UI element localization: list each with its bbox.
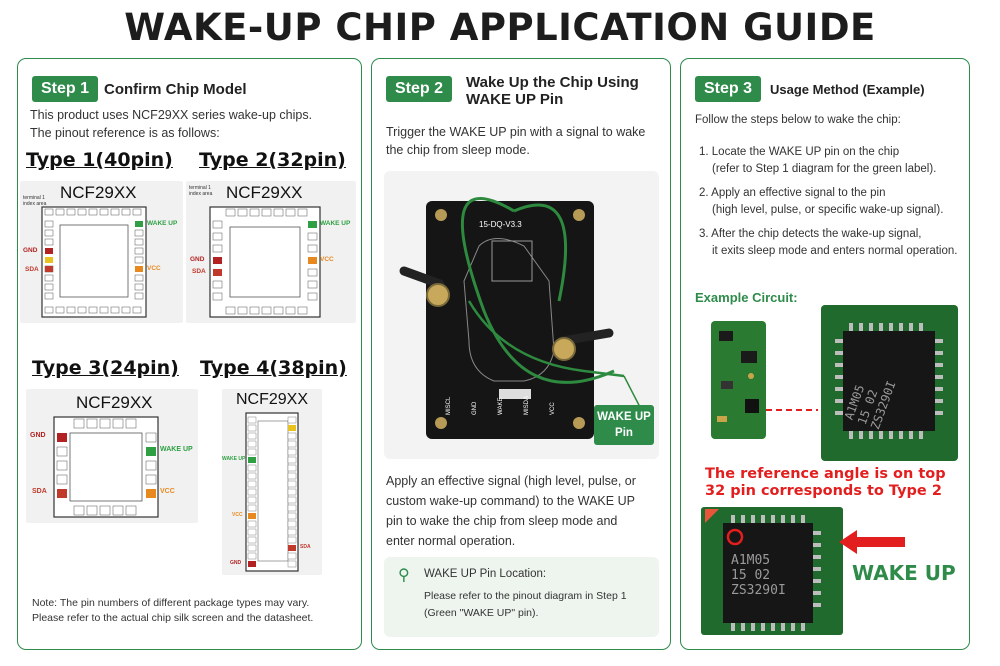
type2-sda-label: SDA <box>192 268 206 275</box>
chip-marking-bottom-1: A1M05 <box>731 553 771 568</box>
type4-heading: Type 4(38pin) <box>200 357 347 379</box>
type2-gnd-label: GND <box>190 256 205 263</box>
pin-vcc: VCC <box>550 402 556 415</box>
type3-vcc-label: VCC <box>160 488 175 495</box>
step1-title: Confirm Chip Model <box>104 81 247 98</box>
chip-marking-bottom-3: ZS3290I <box>731 583 786 598</box>
type3-gnd-label: GND <box>30 432 46 439</box>
type2-chip-name: NCF29XX <box>226 183 303 202</box>
step3-item-1: 1. Locate the WAKE UP pin on the chip (r… <box>699 144 967 177</box>
step2-badge: Step 2 <box>386 76 453 102</box>
step3-item-2-line2: (high level, pulse, or specific wake-up … <box>712 203 944 216</box>
step2-body-line1: Apply an effective signal (high level, p… <box>386 474 636 488</box>
type2-index-label: terminal 1 index area <box>189 185 213 197</box>
step3-item-2-line1: 2. Apply an effective signal to the pin <box>699 187 886 199</box>
type1-pinout <box>41 206 147 318</box>
type2-vcc-label: VCC <box>320 256 334 263</box>
step1-note-line1: Note: The pin numbers of different packa… <box>32 597 310 609</box>
pcb-photo <box>711 321 766 439</box>
chip-marking-bottom-2: 15 02 <box>731 568 771 583</box>
type3-heading: Type 3(24pin) <box>32 357 179 379</box>
step3-item-3-line2: it exits sleep mode and enters normal op… <box>712 244 958 257</box>
chip-closeup-top-image <box>835 323 943 439</box>
step2-desc-line1: Trigger the WAKE UP pin with a signal to… <box>386 125 646 139</box>
type1-chip-name: NCF29XX <box>60 183 137 202</box>
pcb-image <box>717 331 759 422</box>
tip-line2: (Green "WAKE UP" pin). <box>424 607 539 619</box>
step2-body-line2: custom wake-up command) to the WAKE UP <box>386 494 635 508</box>
wake-up-pin-label-line2: Pin <box>615 427 633 439</box>
type4-vcc-label: VCC <box>232 512 243 518</box>
step3-item-1-line1: 1. Locate the WAKE UP pin on the chip <box>699 146 900 158</box>
example-circuit-heading: Example Circuit: <box>695 290 798 305</box>
step3-badge: Step 3 <box>695 76 762 102</box>
pin-wake: WAKE <box>498 397 504 415</box>
step2-body-line4: enter normal operation. <box>386 534 516 548</box>
wake-up-pin-label-line1: WAKE UP <box>597 411 651 423</box>
reference-angle-note-line2: 32 pin corresponds to Type 2 <box>705 483 942 499</box>
step1-panel: Step 1 Confirm Chip Model This product u… <box>17 58 362 650</box>
type4-gnd-label: GND <box>230 560 242 566</box>
red-arrow-icon <box>839 530 905 554</box>
lightbulb-icon: ⚲ <box>398 567 410 584</box>
type1-gnd-label: GND <box>23 247 38 254</box>
type1-heading: Type 1(40pin) <box>26 149 173 171</box>
type4-diagram: NCF29XX WAKE UP VCC GND SDA <box>222 389 322 575</box>
step3-panel: Step 3 Usage Method (Example) Follow the… <box>680 58 970 650</box>
pin-misda: MISDA <box>524 395 530 415</box>
step2-title-line2: WAKE UP Pin <box>466 91 564 108</box>
chip-closeup-bottom: A1M05 15 02 ZS3290I <box>701 507 843 635</box>
chip-closeup-top: A1M05 15 02 ZS3290I <box>821 305 958 461</box>
type3-wake-label: WAKE UP <box>160 446 193 453</box>
wake-up-callout: WAKE UP <box>852 561 956 585</box>
type2-diagram: NCF29XX terminal 1 index area GND SDA WA… <box>186 181 356 323</box>
step1-note-line2: Please refer to the actual chip silk scr… <box>32 612 314 624</box>
type3-chip-name: NCF29XX <box>76 393 153 412</box>
dashed-pointer <box>766 409 818 411</box>
type3-sda-label: SDA <box>32 488 47 495</box>
step2-body-line3: pin to wake the chip from sleep mode and <box>386 514 618 528</box>
step2-title-line1: Wake Up the Chip Using <box>466 74 639 91</box>
type1-diagram: NCF29XX terminal 1 index area GND SDA WA… <box>20 181 183 323</box>
type4-wake-label: WAKE UP <box>222 456 246 462</box>
type3-pinout <box>53 416 159 518</box>
step3-intro: Follow the steps below to wake the chip: <box>695 114 901 126</box>
type2-pinout <box>209 206 321 318</box>
step3-item-2: 2. Apply an effective signal to the pin … <box>699 185 967 218</box>
step2-desc-line2: the chip from sleep mode. <box>386 143 530 157</box>
reference-angle-note-line1: The reference angle is on top <box>705 466 946 482</box>
type1-index-label: terminal 1 index area <box>23 195 47 207</box>
programmer-board-image <box>399 197 643 439</box>
step1-badge: Step 1 <box>32 76 99 102</box>
chip-marking-bottom: A1M05 15 02 ZS3290I <box>731 553 786 598</box>
step3-item-3: 3. After the chip detects the wake-up si… <box>699 226 967 259</box>
step3-list: 1. Locate the WAKE UP pin on the chip (r… <box>699 144 967 267</box>
type4-sda-label: SDA <box>300 544 311 550</box>
type3-diagram: NCF29XX GND SDA WAKE UP VCC <box>26 389 198 523</box>
page-title: WAKE-UP CHIP APPLICATION GUIDE <box>124 6 876 49</box>
type2-heading: Type 2(32pin) <box>199 149 346 171</box>
type1-sda-label: SDA <box>25 266 39 273</box>
type1-vcc-label: VCC <box>147 265 161 272</box>
step1-intro-line2: The pinout reference is as follows: <box>30 126 220 140</box>
tip-line1: Please refer to the pinout diagram in St… <box>424 590 627 602</box>
chip-closeup-bottom-image <box>705 509 821 631</box>
board-label: 15-DQ-V3.3 <box>479 220 522 229</box>
pin-gnd: GND <box>472 401 478 415</box>
wake-up-pin-label: WAKE UP Pin <box>594 405 654 445</box>
step3-item-3-line1: 3. After the chip detects the wake-up si… <box>699 228 922 240</box>
tip-title: WAKE UP Pin Location: <box>424 568 547 580</box>
type1-wake-label: WAKE UP <box>147 220 178 227</box>
type4-chip-name: NCF29XX <box>236 391 309 408</box>
step3-title: Usage Method (Example) <box>770 82 925 97</box>
type4-pinout <box>245 412 299 572</box>
type2-wake-label: WAKE UP <box>320 220 351 227</box>
step1-intro-line1: This product uses NCF29XX series wake-up… <box>30 108 313 122</box>
step3-item-1-line2: (refer to Step 1 diagram for the green l… <box>712 162 937 175</box>
pin-miscl: MISCL <box>446 396 452 415</box>
tip-box: ⚲ WAKE UP Pin Location: Please refer to … <box>384 557 659 637</box>
step2-panel: Step 2 Wake Up the Chip Using WAKE UP Pi… <box>371 58 671 650</box>
